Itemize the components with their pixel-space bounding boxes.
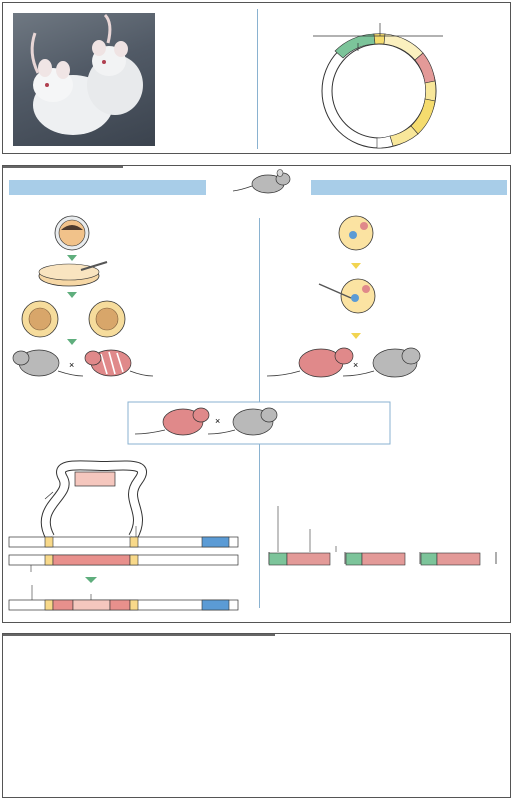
chromosome-1 — [8, 536, 239, 548]
top-panel — [2, 2, 511, 154]
photo-white-mice — [13, 13, 155, 146]
petri-dish-icon — [54, 215, 90, 251]
cross-icon: × — [353, 360, 358, 370]
cross-icon: × — [69, 360, 74, 370]
culture-dish — [38, 261, 108, 287]
white-mice-image — [30, 13, 143, 135]
insert-segment — [74, 471, 116, 487]
mouse-pink-center — [134, 407, 210, 436]
promoter-2 — [345, 552, 363, 566]
egg-cell-icon — [338, 215, 374, 251]
transgene-1 — [286, 552, 331, 566]
micropipette-icon — [318, 283, 352, 299]
cross-icon: × — [215, 416, 220, 426]
mouse-chimera — [84, 349, 154, 377]
bottom-panel — [2, 633, 511, 798]
arrow-down-icon — [351, 263, 361, 269]
colony-dish-left — [21, 300, 59, 338]
bottom-panel-header — [3, 634, 275, 636]
egg-cell-injection — [318, 278, 376, 314]
middle-panel: × × — [2, 165, 511, 623]
banner-left — [9, 180, 206, 195]
transgene-3 — [436, 552, 481, 566]
mouse-icon — [232, 169, 291, 194]
promoter-3 — [420, 552, 438, 566]
mouse-grey-right — [342, 347, 421, 378]
colony-dish-right — [88, 300, 126, 338]
arrow-down-icon — [67, 339, 77, 345]
arrow-down-icon — [351, 333, 361, 339]
mouse-pink-right — [266, 347, 354, 378]
top-divider — [257, 9, 258, 149]
mouse-grey-center — [207, 407, 278, 436]
transgene-2 — [361, 552, 406, 566]
plasmid-diagram — [313, 23, 443, 149]
banner-right — [311, 180, 507, 195]
promoter-1 — [268, 552, 288, 566]
arrow-down-icon — [85, 577, 97, 583]
targeting-vector-inner — [41, 461, 146, 539]
arrow-down-icon — [67, 292, 77, 298]
arrow-down-icon — [67, 255, 77, 261]
mouse-grey-left — [12, 349, 84, 377]
middle-panel-drawing — [3, 166, 123, 168]
gene-targeting-diagram: × × — [8, 169, 497, 611]
